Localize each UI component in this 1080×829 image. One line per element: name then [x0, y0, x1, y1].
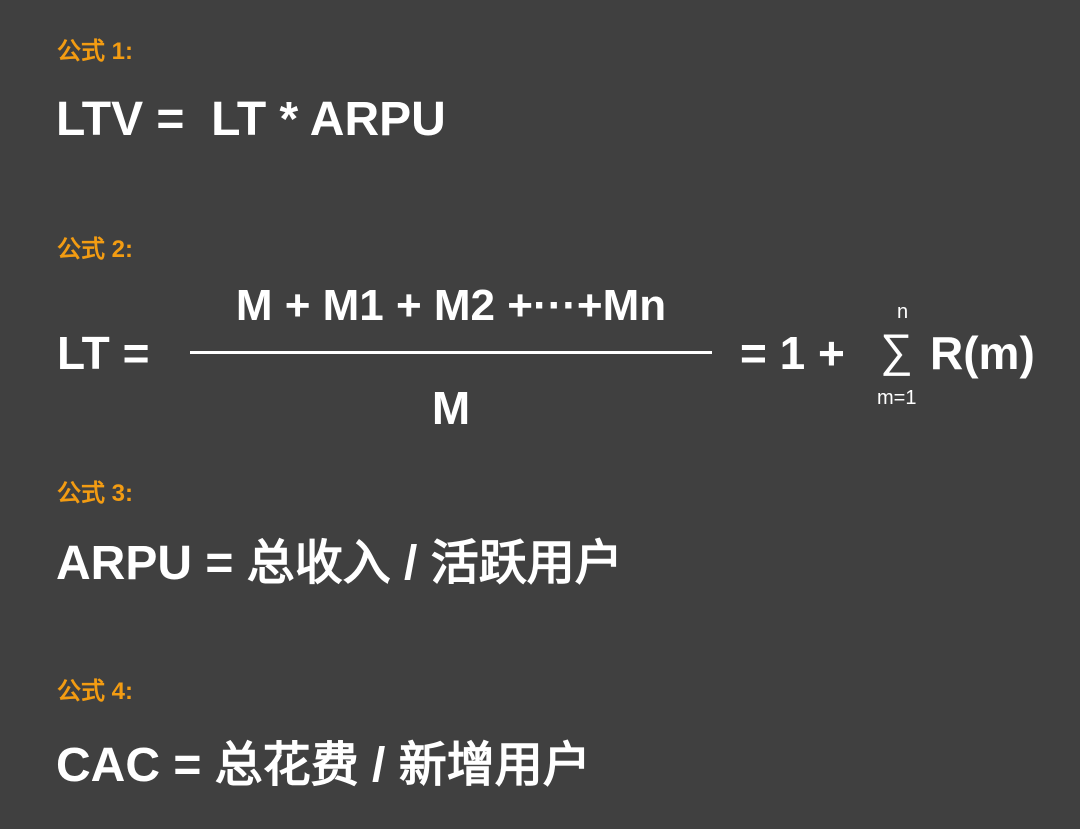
fraction-bar — [190, 351, 712, 354]
formula-4-text: CAC = 总花费 / 新增用户 — [56, 739, 591, 792]
sigma-icon: ∑ — [880, 324, 913, 376]
formula-2-lhs: LT = — [57, 327, 150, 379]
formula-2-label: 公式 2: — [57, 236, 134, 263]
formula-4-label: 公式 4: — [57, 678, 134, 705]
formula-2-rhs-suffix: R(m) — [930, 327, 1035, 379]
formula-1-label: 公式 1: — [57, 38, 134, 65]
formula-3-label: 公式 3: — [57, 480, 134, 507]
formula-2-denominator: M — [431, 382, 471, 434]
sigma-lower-bound: m=1 — [877, 387, 917, 409]
formula-2-rhs-prefix: = 1 + — [740, 327, 845, 379]
formula-3-text: ARPU = 总收入 / 活跃用户 — [56, 537, 623, 590]
sigma-upper-bound: n — [897, 301, 909, 323]
formula-1-text: LTV = LT * ARPU — [56, 93, 446, 146]
formula-2-numerator: M + M1 + M2 +···+Mn — [235, 281, 667, 330]
